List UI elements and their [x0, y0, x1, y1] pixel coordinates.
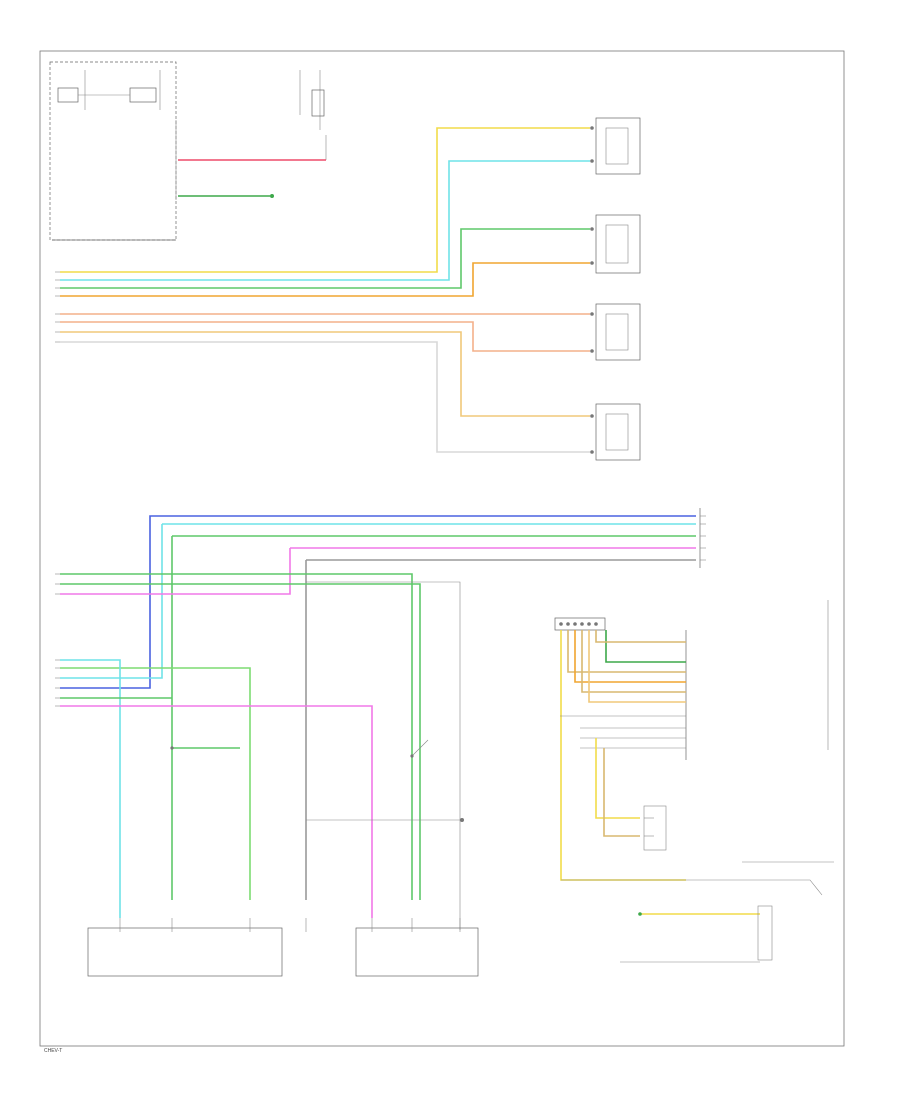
middle-harness-pins: [55, 573, 60, 707]
wheel-speed-sensor-right-front: [590, 214, 641, 274]
fuel-level-switch: [410, 739, 429, 758]
brake-switch-node: [306, 818, 464, 822]
yaw-rate-sensor: [355, 918, 479, 977]
wheel-speed-sensor-left-rear: [590, 303, 641, 361]
top-harness: [60, 127, 590, 453]
instrument-panel-cluster: [49, 61, 177, 241]
splice-box-outline: [306, 581, 461, 930]
ebcm-wires: [560, 630, 686, 881]
brake-pedal-position-sensor: [595, 738, 667, 851]
ground-connector: [270, 194, 274, 198]
steering-node: [170, 746, 240, 750]
ebcm-module: [554, 600, 829, 760]
wheel-speed-sensor-right-rear: [590, 403, 641, 461]
traction-control-switch: [561, 861, 834, 963]
footer-text: CHEV-T: [44, 1048, 62, 1054]
steering-angle-sensor: [87, 918, 307, 977]
top-harness-pins: [55, 271, 60, 343]
body-control-module-connector: [699, 508, 706, 568]
middle-harness: [60, 515, 696, 918]
fuse-block: [299, 70, 327, 160]
diagram-frame: [39, 50, 845, 1047]
wheel-speed-sensor-left-front: [590, 117, 641, 175]
